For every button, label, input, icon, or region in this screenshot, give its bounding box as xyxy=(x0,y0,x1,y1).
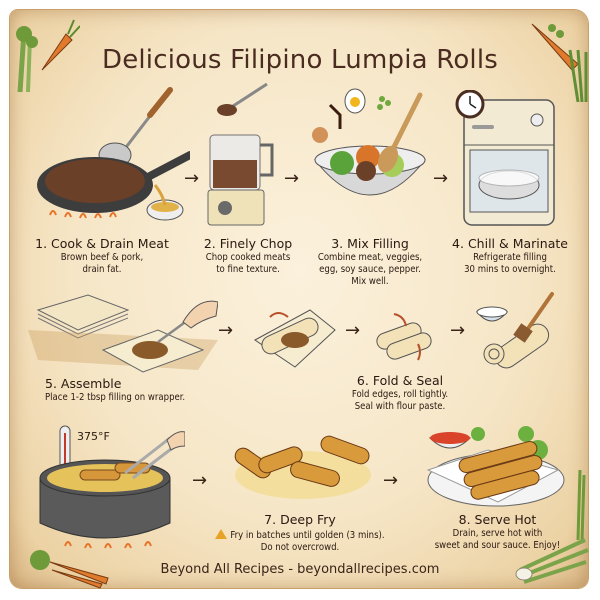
step-1-line-1: Brown beef & pork, xyxy=(60,252,144,263)
warning-icon xyxy=(215,529,228,539)
step-2-line-1: Chop cooked meats xyxy=(205,252,291,263)
carrot-scallion-decoration-top-right xyxy=(531,23,588,102)
fried-lumpia-illustration xyxy=(234,435,371,499)
step-2-title: 2. Finely Chop xyxy=(203,236,293,251)
oil-temperature-label: 375°F xyxy=(77,430,110,443)
arrow-5-to-6a: → xyxy=(218,320,234,341)
step-3-line-3: Mix well. xyxy=(351,276,389,287)
step-7-line-1: Fry in batches until golden (3 mins). xyxy=(230,530,385,541)
page-title: Delicious Filipino Lumpia Rolls xyxy=(101,45,499,76)
refrigerator-clock-illustration xyxy=(455,90,555,226)
scallion-decoration-bottom-right xyxy=(515,470,589,584)
skillet-draining-meat-illustration xyxy=(37,87,190,221)
arrow-6a-to-6b: → xyxy=(345,320,361,341)
step-3-line-1: Combine meat, veggies, xyxy=(317,252,423,263)
step-7-line-2: Do not overcrowd. xyxy=(260,542,340,553)
step-6-line-2: Seal with flour paste. xyxy=(354,401,446,412)
food-processor-illustration xyxy=(207,82,274,226)
step-6-title: 6. Fold & Seal xyxy=(356,373,444,388)
carrot-decoration-bottom-left xyxy=(30,550,109,589)
step-7-title: 7. Deep Fry xyxy=(264,512,336,527)
deep-fry-pot-illustration xyxy=(39,425,185,549)
serving-plate-illustration xyxy=(426,426,565,507)
step-5: 5. Assemble Place 1-2 tbsp filling on wr… xyxy=(45,376,265,404)
step-2-line-2: to fine texture. xyxy=(216,264,280,275)
footer-credit: Beyond All Recipes - beyondallrecipes.co… xyxy=(160,562,440,577)
arrow-2-to-3: → xyxy=(284,168,300,189)
mixing-bowl-illustration xyxy=(312,88,427,196)
carrot-celery-decoration-top-left xyxy=(16,19,80,92)
step-4-title: 4. Chill & Marinate xyxy=(452,236,568,251)
flour-paste-brush-illustration xyxy=(475,292,554,369)
arrow-3-to-4: → xyxy=(433,168,449,189)
step-1: 1. Cook & Drain Meat Brown beef & pork,d… xyxy=(12,236,192,276)
step-8-line-2: sweet and sour sauce. Enjoy! xyxy=(434,540,561,551)
arrow-7-to-8: → xyxy=(383,470,399,491)
step-6: 6. Fold & Seal Fold edges, roll tightly.… xyxy=(325,373,475,413)
step-4-line-2: 30 mins to overnight. xyxy=(464,264,556,275)
step-5-line-1: Place 1-2 tbsp filling on wrapper. xyxy=(45,392,186,403)
step-8-line-1: Drain, serve hot with xyxy=(452,528,543,539)
step-3-title: 3. Mix Filling xyxy=(331,236,409,251)
rolling-wrapper-illustration xyxy=(376,313,432,361)
step-8-title: 8. Serve Hot xyxy=(458,512,537,527)
arrow-1-to-2: → xyxy=(184,168,200,189)
step-1-line-2: drain fat. xyxy=(82,264,122,275)
step-7: 7. Deep Fry Fry in batches until golden … xyxy=(180,512,420,554)
folding-wrapper-illustration xyxy=(254,309,336,368)
step-5-title: 5. Assemble xyxy=(45,376,122,391)
step-4-line-1: Refrigerate filling xyxy=(473,252,547,263)
step-3-line-2: egg, soy sauce, pepper. xyxy=(319,264,421,275)
arrow-6b-to-6c: → xyxy=(450,320,466,341)
arrow-7a-to-7b: → xyxy=(192,470,208,491)
step-6-line-1: Fold edges, roll tightly. xyxy=(351,389,449,400)
wrappers-and-spoon-illustration xyxy=(28,294,218,373)
step-1-title: 1. Cook & Drain Meat xyxy=(35,236,169,251)
step-3: 3. Mix Filling Combine meat, veggies,egg… xyxy=(305,236,435,288)
